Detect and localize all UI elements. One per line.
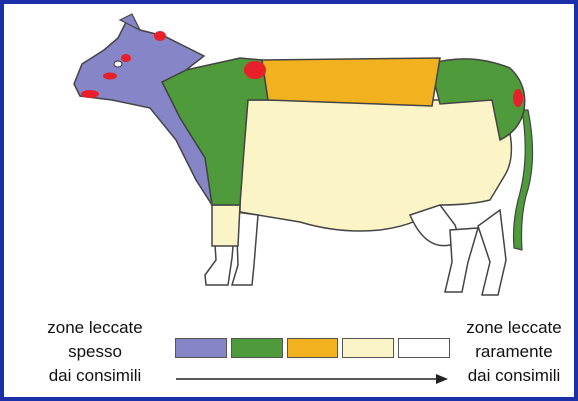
cow-tail [514, 110, 533, 250]
cow-rear-leg-right [478, 210, 506, 295]
lick-spot-cheek [103, 73, 117, 80]
direction-arrow [174, 372, 450, 386]
scale-swatch-2 [231, 338, 283, 358]
lick-spot-muzzle [81, 90, 99, 98]
cow-front-shin [212, 205, 240, 246]
lick-spot-eye [121, 54, 131, 62]
scale-swatch-3 [287, 338, 339, 358]
scale-swatch-1 [175, 338, 227, 358]
scale-swatch-5 [398, 338, 450, 358]
lick-spot-tailhead [513, 89, 523, 107]
label-rarely-line-2: raramente [448, 340, 578, 364]
cow-body-region [240, 100, 511, 231]
color-scale [175, 338, 450, 358]
scale-swatch-4 [342, 338, 394, 358]
label-rarely-line-1: zone leccate [448, 316, 578, 340]
label-often-line-2: spesso [20, 340, 170, 364]
cow-eye [114, 61, 122, 67]
label-often-licked: zone leccate spesso dai consimili [20, 316, 170, 388]
label-often-line-1: zone leccate [20, 316, 170, 340]
lick-spot-forehead [154, 31, 166, 41]
label-often-line-3: dai consimili [20, 364, 170, 388]
cow-rear-leg-left [445, 228, 478, 292]
cow-back-region [262, 58, 440, 106]
label-rarely-licked: zone leccate raramente dai consimili [448, 316, 578, 388]
lick-spot-withers [244, 61, 266, 79]
label-rarely-line-3: dai consimili [448, 364, 578, 388]
